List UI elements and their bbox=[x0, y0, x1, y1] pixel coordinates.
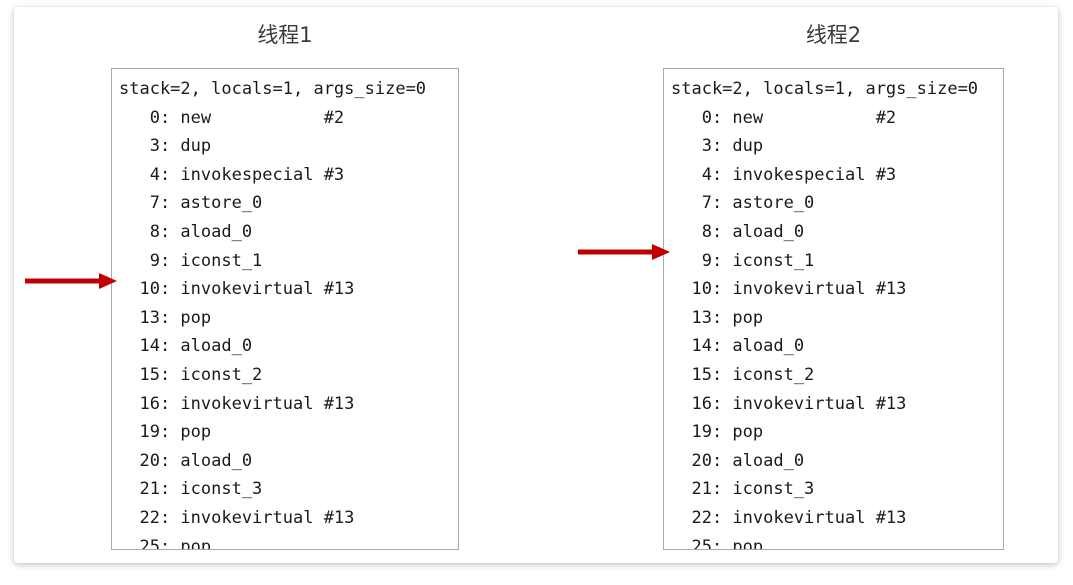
bytecode-line: 9: iconst_1 bbox=[119, 250, 263, 271]
bytecode-line: 20: aload_0 bbox=[671, 450, 805, 471]
bytecode-line: 13: pop bbox=[671, 307, 764, 328]
bytecode-line: 14: aload_0 bbox=[671, 336, 805, 357]
bytecode-line: 4: invokespecial #3 bbox=[671, 164, 897, 185]
bytecode-line: 25: pop bbox=[119, 536, 212, 550]
bytecode-line: 16: invokevirtual #13 bbox=[671, 393, 907, 414]
bytecode-line: 21: iconst_3 bbox=[671, 479, 815, 500]
bytecode-line: stack=2, locals=1, args_size=0 bbox=[671, 79, 979, 99]
bytecode-listing-1: stack=2, locals=1, args_size=0 0: new #2… bbox=[111, 68, 459, 550]
bytecode-line: 16: invokevirtual #13 bbox=[119, 393, 355, 414]
bytecode-line: 8: aload_0 bbox=[671, 221, 805, 242]
bytecode-line: 22: invokevirtual #13 bbox=[119, 507, 355, 528]
bytecode-line: 14: aload_0 bbox=[119, 336, 253, 357]
bytecode-line: 13: pop bbox=[119, 307, 212, 328]
bytecode-line: 7: astore_0 bbox=[119, 193, 263, 214]
bytecode-line: 20: aload_0 bbox=[119, 450, 253, 471]
bytecode-line: 7: astore_0 bbox=[671, 193, 815, 214]
bytecode-line: 3: dup bbox=[119, 136, 212, 157]
bytecode-line: 19: pop bbox=[671, 422, 764, 443]
bytecode-line: 10: invokevirtual #13 bbox=[671, 279, 907, 300]
thread-panel-2-title: 线程2 bbox=[805, 23, 862, 47]
bytecode-line: 25: pop bbox=[671, 536, 764, 550]
bytecode-line: 4: invokespecial #3 bbox=[119, 164, 345, 185]
bytecode-line: 8: aload_0 bbox=[119, 221, 253, 242]
bytecode-line: 15: iconst_2 bbox=[119, 364, 263, 385]
bytecode-listing-2: stack=2, locals=1, args_size=0 0: new #2… bbox=[663, 68, 1004, 550]
thread-2-execution-pointer-arrow-icon bbox=[578, 244, 670, 260]
bytecode-line-highlighted: 10: invokevirtual #13 bbox=[119, 279, 355, 300]
bytecode-line: stack=2, locals=1, args_size=0 bbox=[119, 79, 427, 99]
bytecode-line: 21: iconst_3 bbox=[119, 479, 263, 500]
bytecode-line: 3: dup bbox=[671, 136, 764, 157]
thread-panel-1-title: 线程1 bbox=[257, 23, 313, 47]
thread-1-execution-pointer-arrow-icon bbox=[25, 273, 117, 289]
bytecode-line: 15: iconst_2 bbox=[671, 364, 815, 385]
bytecode-line: 19: pop bbox=[119, 422, 212, 443]
bytecode-line-highlighted: 9: iconst_1 bbox=[671, 250, 815, 271]
bytecode-line: 0: new #2 bbox=[671, 107, 897, 128]
bytecode-line: 22: invokevirtual #13 bbox=[671, 507, 907, 528]
bytecode-line: 0: new #2 bbox=[119, 107, 345, 128]
